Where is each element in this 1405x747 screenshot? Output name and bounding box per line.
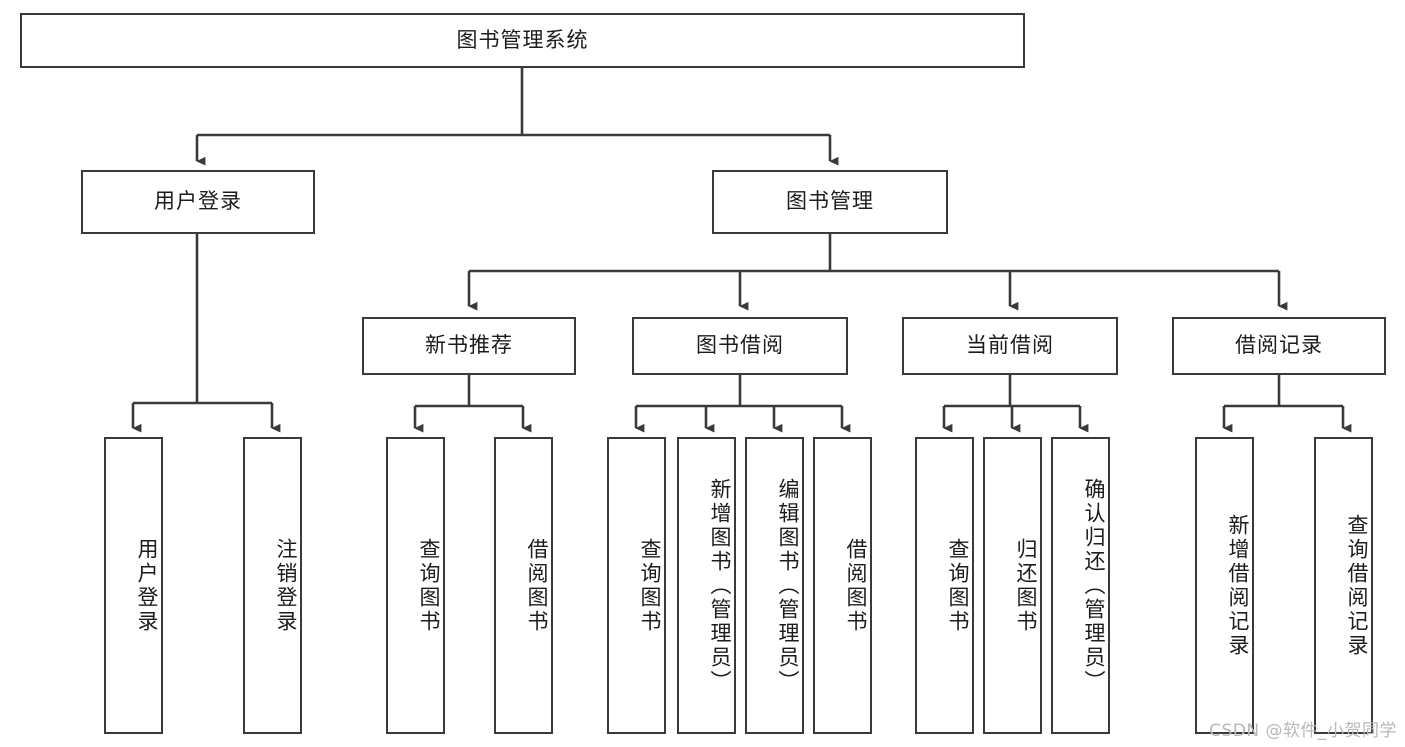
node-label: 注销登录 bbox=[274, 537, 298, 634]
leaf-current-borrow-return-book[interactable]: 归还图书 bbox=[983, 437, 1042, 734]
node-current-borrow[interactable]: 当前借阅 bbox=[902, 317, 1118, 375]
node-label: 图书管理系统 bbox=[456, 27, 589, 52]
node-label: 查询图书 bbox=[946, 537, 970, 634]
leaf-book-borrow-edit-book-admin[interactable]: 编辑图书（管理员） bbox=[745, 437, 804, 734]
node-label: 查询图书 bbox=[638, 537, 662, 634]
node-label: 借阅图书 bbox=[525, 537, 549, 634]
leaf-current-borrow-confirm-return-admin[interactable]: 确认归还（管理员） bbox=[1051, 437, 1110, 734]
node-label: 借阅记录 bbox=[1235, 333, 1323, 358]
node-label: 新书推荐 bbox=[425, 333, 513, 358]
leaf-new-book-query-book[interactable]: 查询图书 bbox=[386, 437, 445, 734]
leaf-borrow-record-add-record[interactable]: 新增借阅记录 bbox=[1195, 437, 1254, 734]
leaf-user-login-logout[interactable]: 注销登录 bbox=[243, 437, 302, 734]
leaf-current-borrow-query-book[interactable]: 查询图书 bbox=[915, 437, 974, 734]
node-borrow-record[interactable]: 借阅记录 bbox=[1172, 317, 1386, 375]
node-label: 查询图书 bbox=[417, 537, 441, 634]
leaf-new-book-borrow-book[interactable]: 借阅图书 bbox=[494, 437, 553, 734]
node-user-login[interactable]: 用户登录 bbox=[81, 170, 315, 234]
node-label: 确认归还（管理员） bbox=[1082, 477, 1106, 694]
leaf-borrow-record-query-record[interactable]: 查询借阅记录 bbox=[1314, 437, 1373, 734]
node-label: 归还图书 bbox=[1014, 537, 1038, 634]
node-label: 当前借阅 bbox=[966, 333, 1054, 358]
node-new-book-recommend[interactable]: 新书推荐 bbox=[362, 317, 576, 375]
node-label: 图书管理 bbox=[786, 189, 874, 214]
leaf-book-borrow-query-book[interactable]: 查询图书 bbox=[607, 437, 666, 734]
node-label: 用户登录 bbox=[154, 189, 242, 214]
watermark-text: CSDN @软件_小贺同学 bbox=[1209, 721, 1397, 741]
leaf-book-borrow-borrow-book[interactable]: 借阅图书 bbox=[813, 437, 872, 734]
node-label: 查询借阅记录 bbox=[1345, 513, 1369, 658]
node-book-borrow[interactable]: 图书借阅 bbox=[632, 317, 848, 375]
node-label: 用户登录 bbox=[135, 537, 159, 634]
leaf-book-borrow-add-book-admin[interactable]: 新增图书（管理员） bbox=[677, 437, 736, 734]
node-root-book-management-system[interactable]: 图书管理系统 bbox=[20, 13, 1025, 68]
node-book-management[interactable]: 图书管理 bbox=[712, 170, 948, 234]
leaf-user-login-login[interactable]: 用户登录 bbox=[104, 437, 163, 734]
node-label: 新增借阅记录 bbox=[1226, 513, 1250, 658]
node-label: 编辑图书（管理员） bbox=[776, 477, 800, 694]
node-label: 图书借阅 bbox=[696, 333, 784, 358]
node-label: 新增图书（管理员） bbox=[708, 477, 732, 694]
node-label: 借阅图书 bbox=[844, 537, 868, 634]
